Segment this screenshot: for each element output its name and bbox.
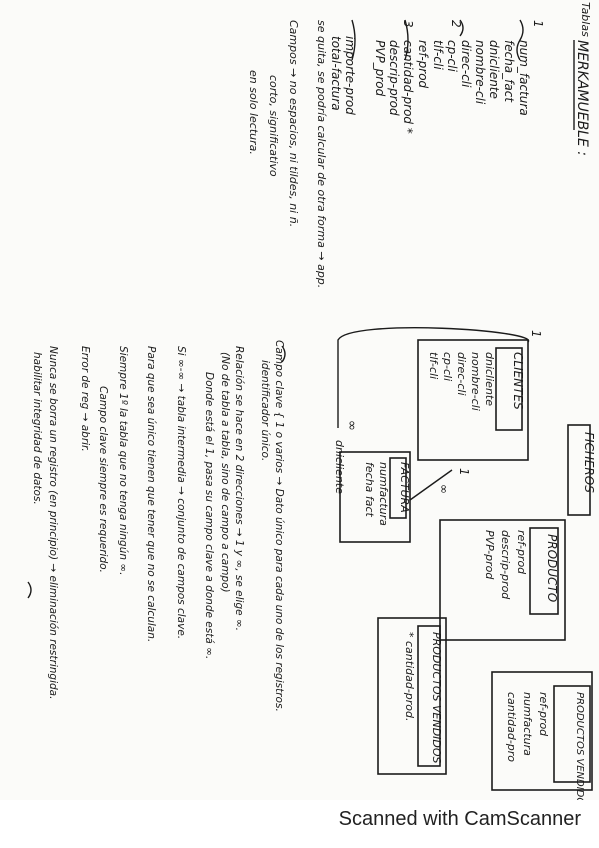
productos-vendidos-b-title-box [553,685,591,783]
campos-note-line2: corto, significativo [267,75,280,177]
note-line: (No de tabla a tabla, sino de campo a ca… [219,352,231,593]
factura-title-box [389,457,407,519]
productos_vendidos_b-field: numfactura [521,692,534,756]
merkamueble-field: cp-cli [445,40,459,72]
note-line: Siempre 1º la tabla que no tenga ningún … [117,346,129,575]
factura-box [339,451,411,543]
merkamueble-field: 3 [401,20,415,28]
productos_vendidos_b-field: ref-prod [537,692,550,737]
merkamueble-field-list: 1 num_facturafecha_factdniclientenombre-c… [329,20,545,134]
note-line: Relación se hace en 2 direcciones → 1 y … [233,346,245,631]
note-line: identificador único. [259,360,271,461]
group-braces [351,19,524,61]
merkamueble-field: PVP_prod [373,40,387,97]
factura-title: FACTURA [398,462,411,513]
productos-vendidos-a-box [377,617,447,775]
note-brace-b [27,581,32,599]
note-line: Para que sea único tienen que tener que … [145,346,157,642]
merkamueble-title: MERKAMUEBLE : [574,40,590,156]
merkamueble-field: 1 [531,20,545,28]
handwritten-notes: Tablas MERKAMUEBLE : 1 num_facturafecha_f… [27,2,596,800]
note-calc: se quita, se podría calcular de otra for… [315,20,328,288]
rel-line-clientes-factura [337,327,529,428]
producto-field: descrip-prod [499,530,512,600]
productos-vendidos-a-title: PRODUCTOS VENDIDOS [430,632,443,764]
note-line: Si ∞-∞ → tabla intermedia → conjunto de … [175,346,187,639]
note-line: Campo clave { 1 o varios → Dato único pa… [273,340,285,712]
merkamueble-field: total-factura [329,36,343,111]
productos-vendidos-b-box [491,671,593,791]
rel-line-factura-producto [409,469,453,501]
clientes-field: nombre-cli [469,352,482,411]
note-line: habilitar integridad de datos. [31,352,43,505]
producto-field: ref-prod [515,530,528,575]
rel-one-a: 1 [529,330,543,338]
clientes-field: cp-cli [441,352,454,381]
rel-inf-a: ∞ [344,420,359,431]
footer-bar: Scanned with CamScanner [0,800,599,848]
note-line: Nunca se borra un registro (en principio… [47,346,59,699]
note-line: Donde está el 1, pasa su campo clave a d… [203,372,215,659]
clientes-title: CLIENTES [511,352,525,410]
productos-vendidos-a-title-box [417,625,441,767]
productos-vendidos-a-fields: * cantidad-prod. [403,632,416,722]
clientes-field: tlf-cli [427,352,440,379]
campos-note-lead: Campos → no espacios, ni tildes, ni ñ. [287,20,300,227]
merkamueble-field: ref-prod [416,40,430,89]
note-brace-a [281,345,286,363]
merkamueble-field: dnicliente [487,40,501,99]
campos-note-line3: en solo lectura. [247,70,260,155]
ficheros-label: FICHEROS [582,432,596,493]
producto-box [439,519,566,641]
notes-group: Campo clave { 1 o varios → Dato único pa… [31,340,285,712]
clientes-field: dnicliente [483,352,496,406]
factura-field: numfactura [377,462,390,526]
productos_vendidos_b-field: cantidad-pro [505,692,518,762]
note-line: Error de reg → abrir. [79,346,91,452]
camscanner-label: Scanned with CamScanner [338,808,581,830]
merkamueble-field: fecha_fact [502,40,516,103]
producto-title-box [529,527,559,615]
clientes-field: direc-cli [455,352,468,396]
factura-field: fecha fact [363,462,376,518]
rel-inf-b: ∞ [437,484,451,494]
producto-title: PRODUCTO [545,534,559,602]
note-line: Campo clave siempre es requerido. [97,386,109,573]
merkamueble-field: 2 [449,20,463,28]
merkamueble-field: cantidad-prod * [401,40,415,134]
merkamueble-field: tlf-cli [431,40,445,70]
merkamueble-field: nombre-cli [473,40,487,105]
merkamueble-field: direc-cli [459,40,473,88]
clientes-box [417,339,529,461]
merkamueble-field: descrip-prod [387,40,401,116]
clientes-title-box [495,347,523,431]
rel-one-b: 1 [457,468,471,476]
productos-vendidos-b-title: PRODUCTOS VENDIDOS [574,692,585,800]
tablas-label: Tablas [579,2,592,37]
ficheros-tab [567,424,591,516]
clientes-fields: dniclientenombre-clidirec-clicp-clitlf-c… [427,352,496,411]
producto-field: PVP-prod [483,530,496,580]
merkamueble-field: num_factura [517,40,531,116]
productos_vendidos_a-field: * cantidad-prod. [403,632,416,722]
